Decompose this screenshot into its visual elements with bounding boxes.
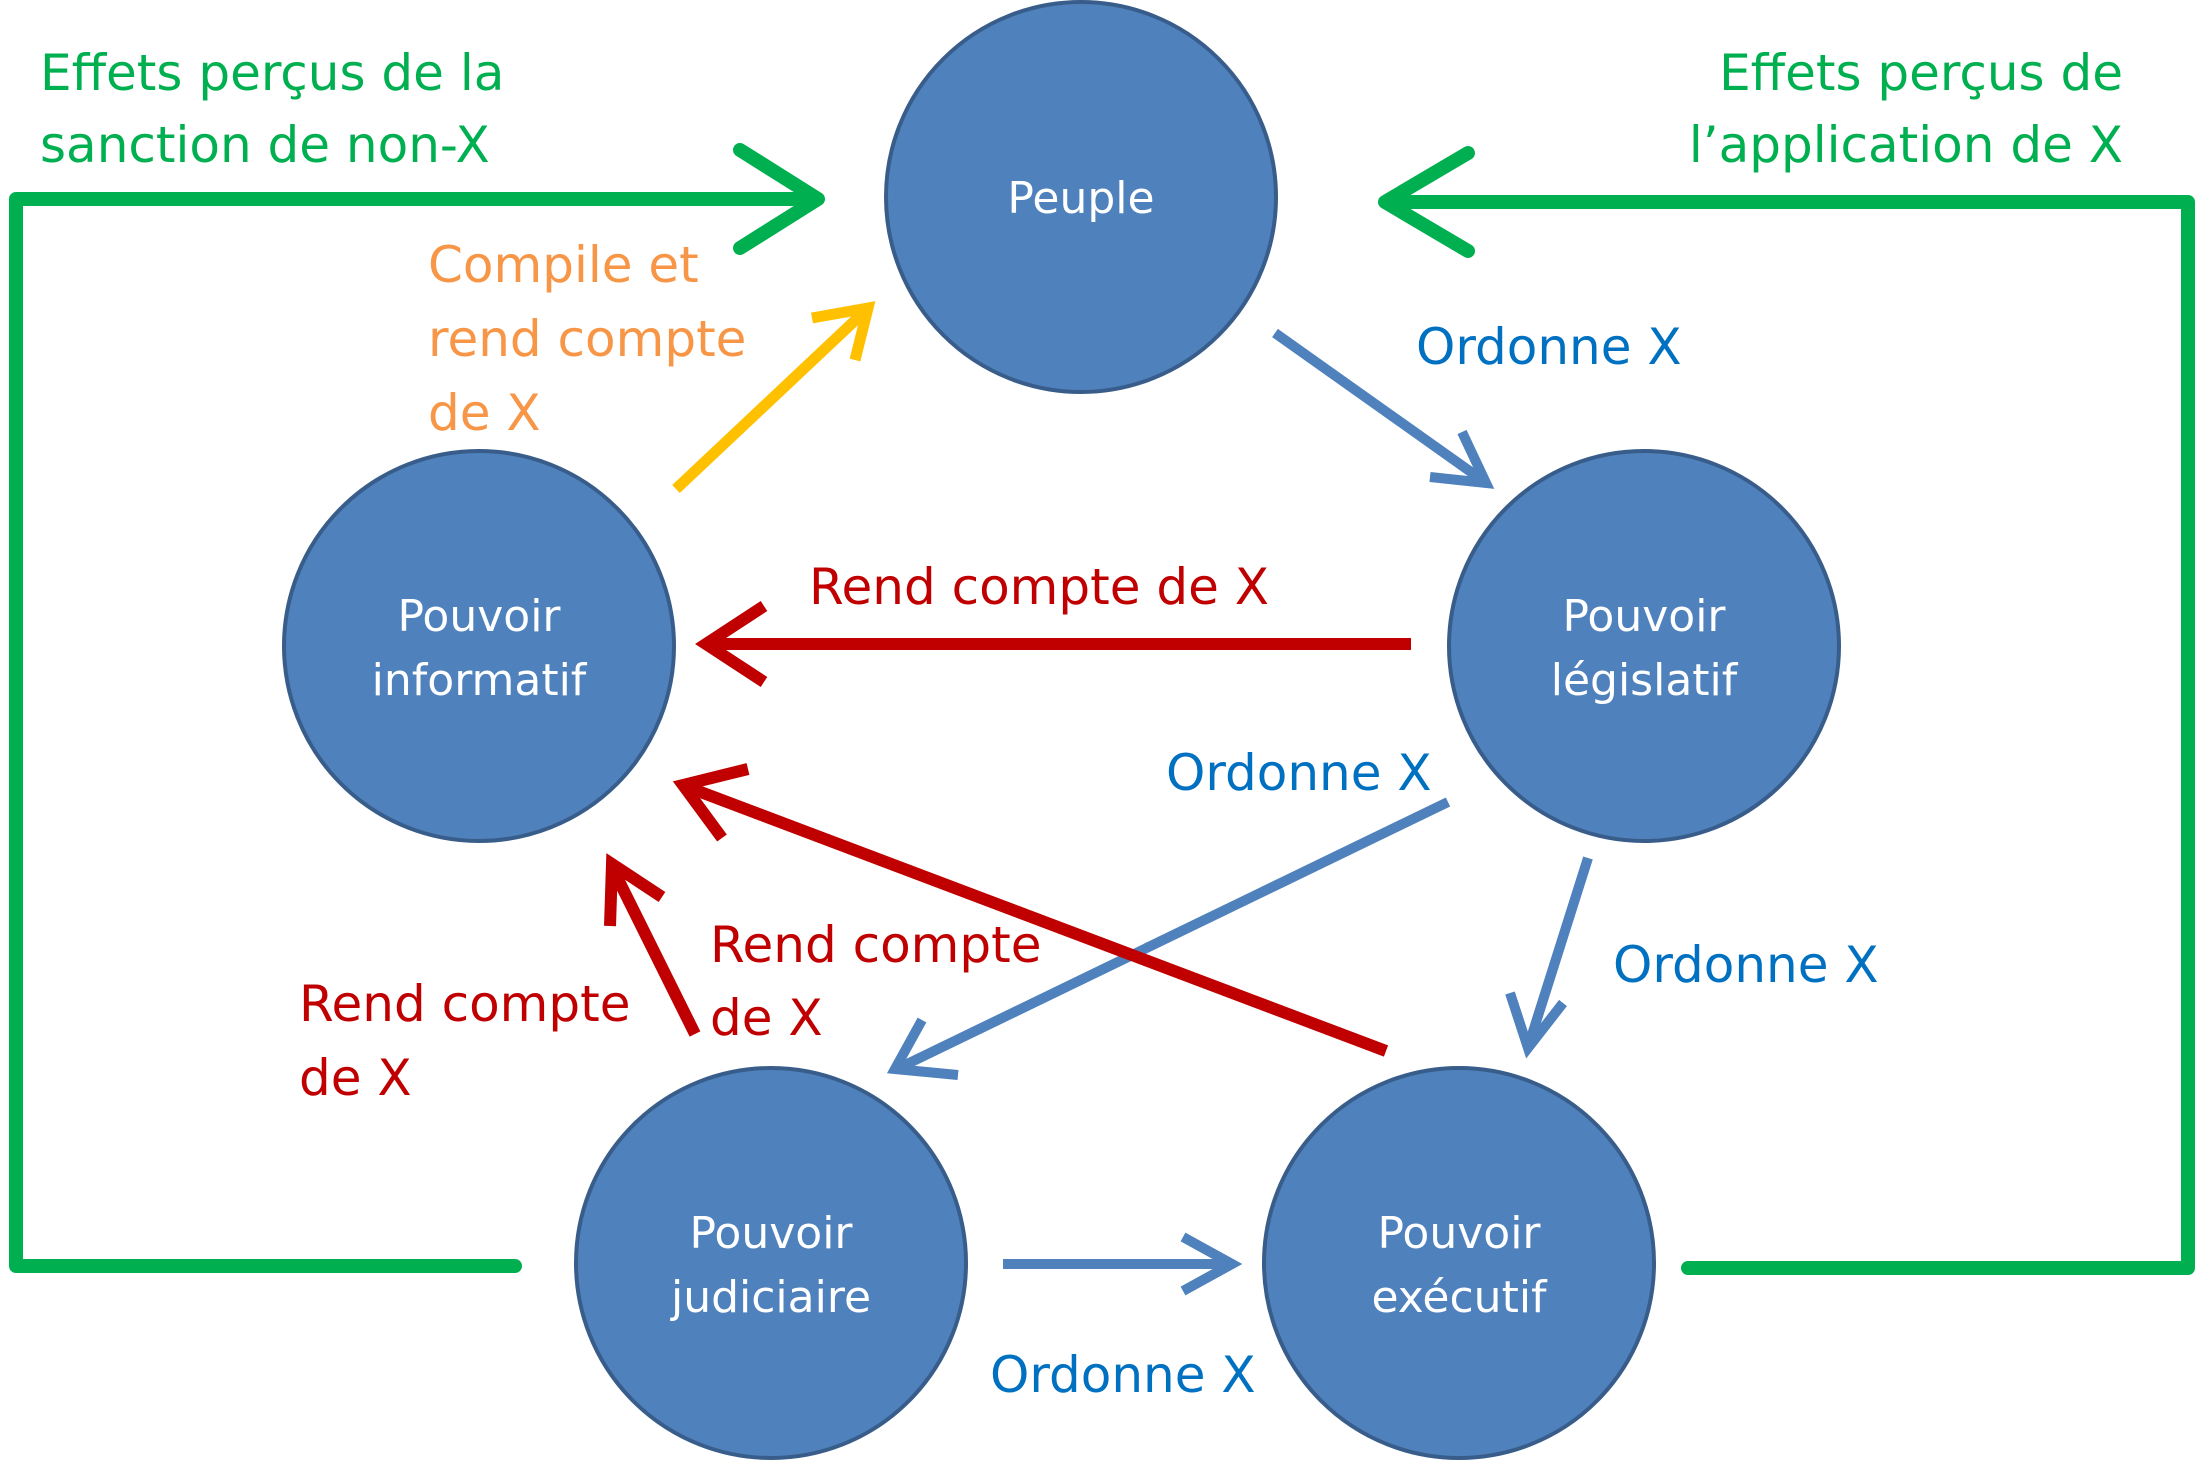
node-informatif-label-line2: informatif bbox=[372, 655, 588, 706]
node-legislatif-label-line2: législatif bbox=[1551, 655, 1739, 706]
node-legislatif-label-line1: Pouvoir bbox=[1562, 591, 1726, 642]
label-effets-sanction-line2: sanction de non-X bbox=[40, 116, 490, 174]
arrowhead-sanction bbox=[733, 143, 825, 255]
node-peuple: Peuple bbox=[884, 0, 1278, 394]
label-rend-compte-executif-line2: de X bbox=[710, 989, 823, 1047]
label-effets-application-line2: l’application de X bbox=[1689, 116, 2123, 174]
label-ordonne-legislatif-judiciaire: Ordonne X bbox=[1166, 744, 1432, 802]
arrow-legislatif-judiciaire bbox=[900, 797, 1451, 1071]
arrowhead-legislatif-informatif bbox=[695, 600, 768, 688]
arrow-judiciaire-informatif bbox=[608, 868, 701, 1037]
arrowhead-judiciaire-informatif bbox=[604, 853, 666, 927]
arrow-executif-informatif bbox=[687, 782, 1389, 1057]
label-ordonne-judiciaire-executif: Ordonne X bbox=[990, 1346, 1256, 1404]
label-ordonne-legislatif-executif: Ordonne X bbox=[1613, 936, 1879, 994]
node-judiciaire-label-line1: Pouvoir bbox=[689, 1208, 853, 1259]
label-rend-compte-legislatif: Rend compte de X bbox=[809, 558, 1269, 616]
label-compile-line2: rend compte bbox=[428, 310, 746, 368]
node-pouvoir-judiciaire: Pouvoir judiciaire bbox=[574, 1066, 968, 1460]
label-rend-compte-executif-line1: Rend compte bbox=[710, 916, 1041, 974]
label-effets-application-line1: Effets perçus de bbox=[1719, 44, 2123, 102]
node-pouvoir-informatif: Pouvoir informatif bbox=[282, 449, 676, 843]
arrowhead-legislatif-judiciaire bbox=[886, 1017, 959, 1080]
arrowhead-judiciaire-executif bbox=[1180, 1232, 1243, 1296]
node-informatif-label-line1: Pouvoir bbox=[397, 591, 561, 642]
label-ordonne-peuple-legislatif: Ordonne X bbox=[1416, 318, 1682, 376]
node-executif-label-line2: exécutif bbox=[1371, 1272, 1548, 1323]
label-effets-sanction-line1: Effets perçus de la bbox=[40, 44, 504, 102]
node-executif-label-line1: Pouvoir bbox=[1377, 1208, 1541, 1259]
arrow-peuple-legislatif bbox=[1272, 328, 1481, 482]
arrowhead-executif-informatif bbox=[672, 763, 750, 842]
node-pouvoir-executif: Pouvoir exécutif bbox=[1262, 1066, 1656, 1460]
node-judiciaire-label-line2: judiciaire bbox=[670, 1272, 871, 1323]
arrowhead-legislatif-executif bbox=[1505, 991, 1567, 1059]
arrowhead-informatif-peuple bbox=[811, 301, 876, 362]
label-compile-line3: de X bbox=[428, 384, 541, 442]
feedback-line-application bbox=[1388, 195, 2195, 1275]
label-rend-compte-judiciaire-line2: de X bbox=[299, 1049, 412, 1107]
arrowhead-peuple-legislatif bbox=[1429, 429, 1495, 489]
node-peuple-label: Peuple bbox=[1007, 173, 1154, 224]
arrow-informatif-peuple bbox=[672, 307, 868, 494]
arrow-legislatif-executif bbox=[1526, 856, 1593, 1040]
label-rend-compte-judiciaire-line1: Rend compte bbox=[299, 975, 630, 1033]
label-compile-line1: Compile et bbox=[428, 236, 699, 294]
node-pouvoir-legislatif: Pouvoir législatif bbox=[1447, 449, 1841, 843]
arrowhead-application bbox=[1378, 146, 1475, 258]
feedback-line-sanction bbox=[9, 192, 812, 1273]
